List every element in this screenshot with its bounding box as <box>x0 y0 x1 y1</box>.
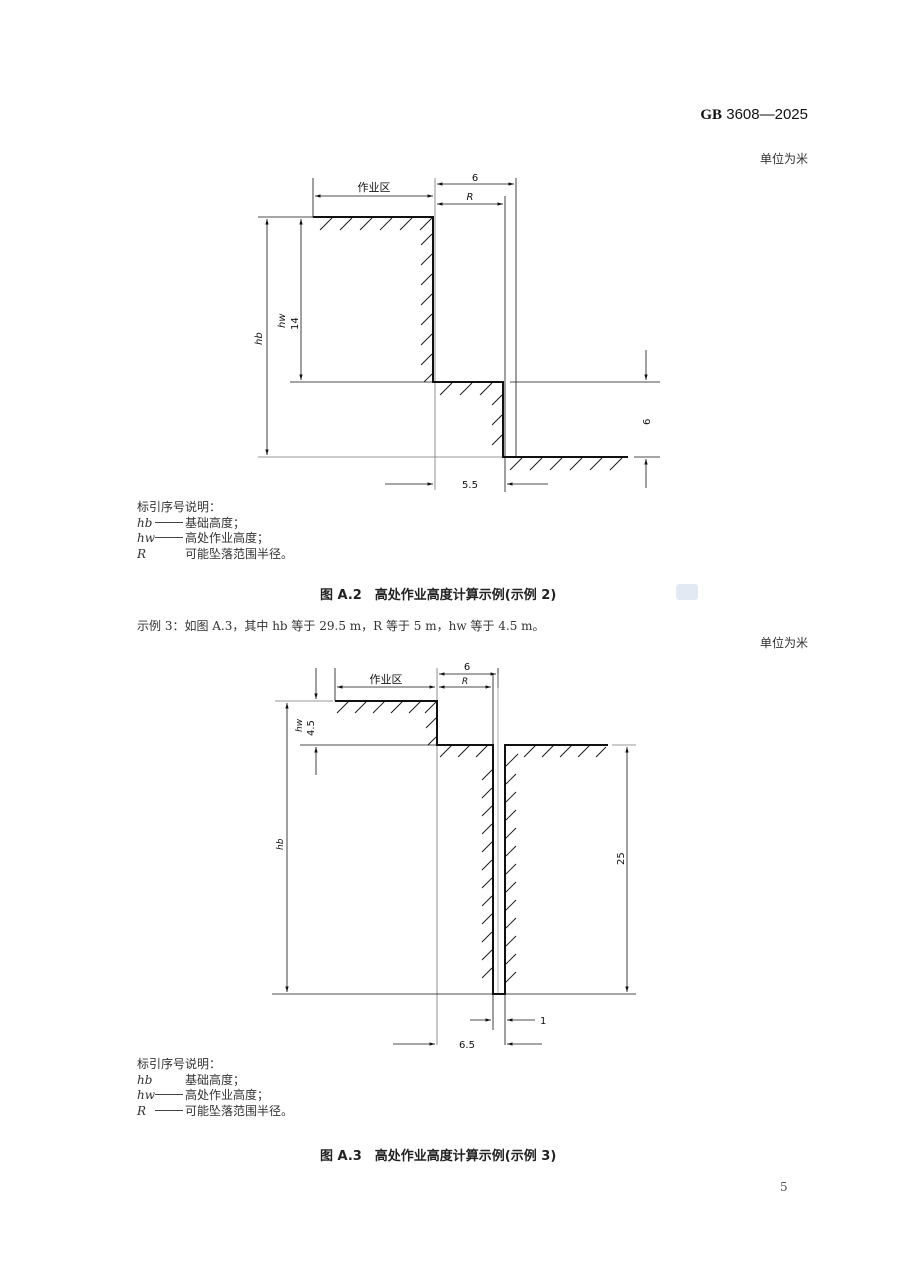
dim-gap: 1 <box>540 1016 546 1027</box>
legend-symbol: R <box>137 1103 147 1118</box>
standard-prefix: GB <box>700 107 723 123</box>
standard-number: GB 3608—2025 <box>700 106 808 124</box>
legend-text: 基础高度； <box>185 515 246 530</box>
legend-item: hb 基础高度； <box>137 516 293 532</box>
unit-label-a2: 单位为米 <box>759 152 808 166</box>
dim-hw-value: 4.5 <box>306 720 317 736</box>
watermark-logo <box>676 584 698 600</box>
legend-text: 可能坠落范围半径。 <box>185 1103 294 1118</box>
dim-hb: hb <box>276 838 286 850</box>
dim-right: 25 <box>616 852 627 865</box>
dim-hw-value: 14 <box>290 317 301 330</box>
legend-item: hw 高处作业高度； <box>137 531 293 547</box>
dim-bottom: 6.5 <box>459 1040 475 1051</box>
work-zone-label: 作业区 <box>358 181 391 194</box>
dim-right: 6 <box>642 419 653 425</box>
legend-title: 标引序号说明： <box>137 1057 222 1071</box>
figure-a3-caption: 图 A.3 高处作业高度计算示例(示例 3) <box>320 1149 557 1164</box>
work-zone-label: 作业区 <box>370 673 403 686</box>
legend-a2: 标引序号说明： hb 基础高度； hw 高处作业高度； R 可能坠落范围半径。 <box>137 500 293 562</box>
example-3-text: 示例 3：如图 A.3，其中 hb 等于 29.5 m，R 等于 5 m，hw … <box>137 619 545 633</box>
dim-top: 6 <box>472 173 478 184</box>
dim-bottom: 5.5 <box>462 480 478 491</box>
dim-hw: hw <box>277 313 288 328</box>
legend-item: R 可能坠落范围半径。 <box>137 547 293 563</box>
standard-code: 3608—2025 <box>726 106 808 123</box>
legend-symbol: hw <box>137 531 155 545</box>
dim-top: 6 <box>464 662 470 673</box>
legend-a3: 标引序号说明： hb 基础高度； hw 高处作业高度； R 可能坠落范围半径。 <box>137 1057 293 1119</box>
legend-item: hw 高处作业高度； <box>137 1088 293 1104</box>
dim-hb: hb <box>254 332 265 345</box>
figure-a2-caption: 图 A.2 高处作业高度计算示例(示例 2) <box>320 588 557 603</box>
dim-r: R <box>462 677 468 687</box>
figure-a3-drawing: 作业区 6 R hw 4.5 hb 25 1 6.5 <box>272 662 636 1051</box>
legend-text: 高处作业高度； <box>185 1088 270 1102</box>
legend-item: R 可能坠落范围半径。 <box>137 1104 293 1120</box>
legend-symbol: R <box>137 546 147 561</box>
dim-hw: hw <box>295 718 305 732</box>
legend-title: 标引序号说明： <box>137 500 222 514</box>
legend-text: 基础高度； <box>185 1072 246 1087</box>
legend-text: 高处作业高度； <box>185 531 270 545</box>
legend-text: 可能坠落范围半径。 <box>185 546 294 561</box>
legend-symbol: hb <box>137 515 153 530</box>
dim-r: R <box>467 192 474 203</box>
unit-label-a3: 单位为米 <box>759 636 808 650</box>
legend-item: hb 基础高度； <box>137 1073 293 1089</box>
legend-symbol: hw <box>137 1088 155 1102</box>
page-number: 5 <box>780 1180 788 1194</box>
figure-a2-drawing: 作业区 6 R hb hw 14 6 5.5 <box>254 173 660 492</box>
legend-symbol: hb <box>137 1072 153 1087</box>
